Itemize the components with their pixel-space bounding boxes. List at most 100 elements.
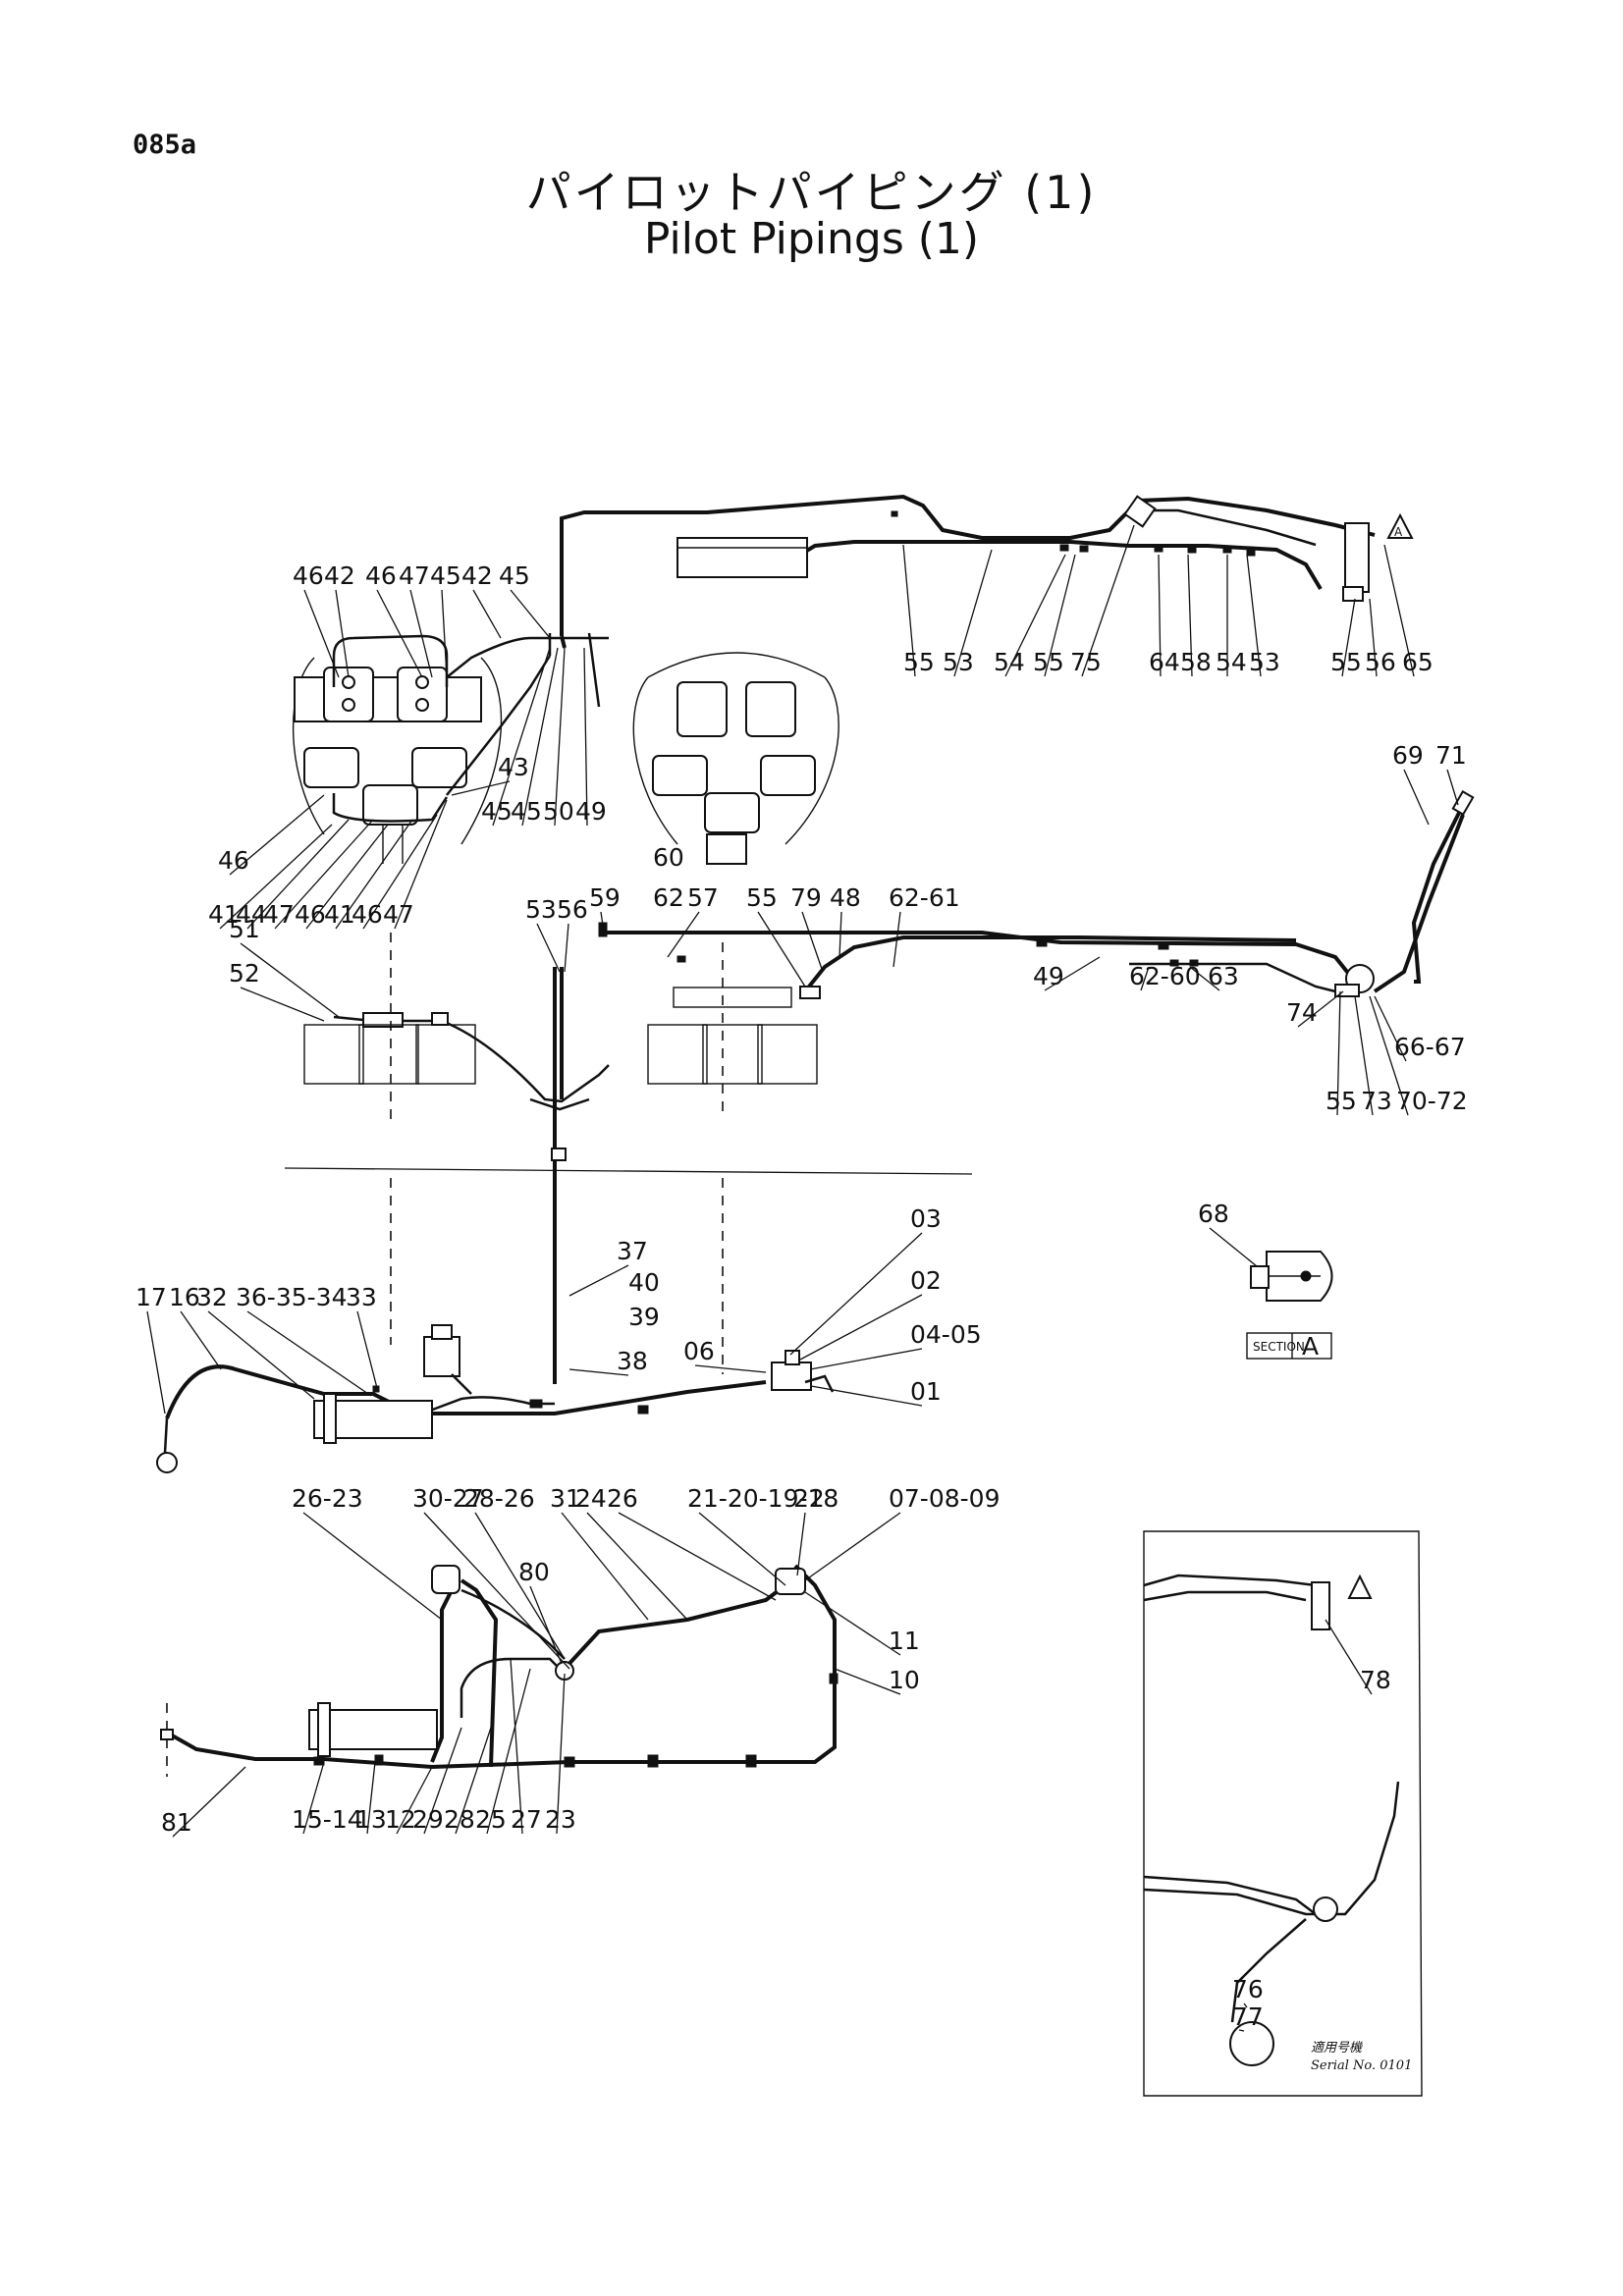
leader-line-c71 (423, 1512, 570, 1670)
callout-c41: 48 (830, 883, 861, 912)
callout-c17: 55 (1330, 648, 1362, 676)
leader-line-c25 (229, 794, 325, 876)
callout-c83: 15-14 (292, 1805, 363, 1834)
leader-line-c56 (568, 1264, 629, 1297)
leader-line-c06 (472, 589, 502, 639)
leader-line-c21 (492, 647, 551, 827)
callout-c59: 38 (617, 1347, 648, 1375)
callout-c58: 39 (628, 1303, 660, 1331)
callout-c54: 70-72 (1396, 1087, 1468, 1115)
callout-c13: 64 (1149, 648, 1180, 676)
leader-line-c12 (1081, 524, 1135, 677)
leader-line-c27 (246, 819, 350, 930)
leader-line-c36 (536, 923, 561, 973)
valve-fitting (1123, 495, 1157, 528)
leader-line-c91 (1325, 1619, 1373, 1695)
lower-assembly (156, 1324, 835, 1473)
leader-line-c44 (1446, 769, 1459, 806)
leader-line-c08 (902, 544, 916, 677)
callout-c15: 54 (1216, 648, 1247, 676)
callout-c26: 41 (208, 900, 240, 929)
page-number: 085a (133, 130, 197, 160)
callout-c02: 42 (324, 561, 355, 590)
leader-line-c92 (1243, 2002, 1248, 2008)
callout-c89: 27 (511, 1805, 542, 1834)
inset-frame (1143, 1530, 1423, 2097)
callout-c86: 29 (412, 1805, 444, 1834)
callout-c27: 44 (236, 900, 267, 929)
callout-c25: 46 (218, 846, 249, 875)
callout-c24: 49 (575, 797, 607, 826)
leader-line-c18 (1369, 598, 1378, 677)
callout-c33: 60 (653, 843, 684, 872)
leader-line-c77 (796, 1512, 806, 1576)
leader-line-c81 (834, 1668, 901, 1695)
rail-bracket (676, 537, 808, 578)
leader-line-c63 (694, 1364, 767, 1373)
callout-c62: 04-05 (910, 1320, 982, 1349)
callout-c34: 62 (653, 883, 684, 912)
leader-line-c88 (486, 1668, 531, 1835)
callout-c30: 41 (324, 900, 355, 929)
callout-c44: 71 (1435, 741, 1467, 770)
title-english: Pilot Pipings (1) (643, 214, 980, 264)
callout-c32: 47 (383, 900, 414, 929)
callout-c16: 53 (1249, 648, 1280, 676)
callout-c11: 55 (1033, 648, 1064, 676)
leader-line-c80 (804, 1591, 901, 1656)
callout-c72: 28-26 (463, 1484, 535, 1513)
callout-c38: 59 (589, 883, 621, 912)
callout-c35: 57 (687, 883, 719, 912)
leader-line-c03 (376, 589, 423, 678)
callout-c85: 12 (385, 1805, 416, 1834)
leader-line-c23 (554, 647, 566, 827)
leader-line-c07 (510, 589, 551, 639)
leader-line-c69 (356, 1310, 379, 1393)
leader-line-c39 (757, 911, 806, 988)
leader-line-c79 (529, 1585, 563, 1665)
leader-line-c20 (451, 780, 511, 796)
leader-line-c29 (305, 824, 389, 930)
callout-c45: 51 (229, 915, 260, 943)
marker-a-text: A (1394, 525, 1403, 539)
callout-c20: 43 (498, 753, 529, 781)
leader-line-c62 (809, 1348, 923, 1370)
callout-c71: 30-27 (412, 1484, 484, 1513)
callout-c06: 42 (461, 561, 493, 590)
section-a-detail: SECTION A (1246, 1251, 1333, 1361)
callout-c08: 55 (903, 648, 935, 676)
callout-c39: 55 (746, 883, 778, 912)
leader-line-c93 (1238, 2029, 1245, 2032)
callout-c77: 22 (793, 1484, 825, 1513)
leader-line-c78 (804, 1512, 901, 1581)
leader-line-c50 (1297, 990, 1344, 1028)
leader-line-c40 (801, 911, 824, 973)
pressure-switch-lower (431, 1565, 460, 1594)
callout-c73: 31 (550, 1484, 581, 1513)
callout-c42: 62-61 (889, 883, 960, 912)
callout-c91: 78 (1360, 1666, 1391, 1694)
callout-c55: 68 (1198, 1200, 1229, 1228)
callout-c43: 69 (1392, 741, 1424, 770)
callout-c63: 06 (683, 1337, 715, 1365)
callout-c31: 46 (352, 900, 383, 929)
callout-c53: 73 (1361, 1087, 1392, 1115)
leader-line-c82 (172, 1766, 246, 1838)
leader-line-c90 (556, 1673, 566, 1835)
callout-c84: 13 (355, 1805, 387, 1834)
callout-c36: 53 (525, 895, 557, 924)
middle-assembly (284, 789, 1475, 1384)
callout-c51: 66-67 (1394, 1033, 1466, 1061)
callout-c79: 80 (518, 1558, 550, 1586)
callout-c01: 46 (293, 561, 324, 590)
leader-line-c75 (618, 1512, 777, 1601)
callout-c47: 49 (1033, 962, 1064, 990)
callout-c87: 28 (444, 1805, 475, 1834)
inset-caption-en: Serial No. 0101 (1311, 2058, 1412, 2073)
leader-line-c68 (246, 1310, 372, 1397)
leader-line-c01 (303, 589, 340, 678)
leader-line-c43 (1403, 769, 1430, 826)
callout-c12: 75 (1070, 648, 1102, 676)
